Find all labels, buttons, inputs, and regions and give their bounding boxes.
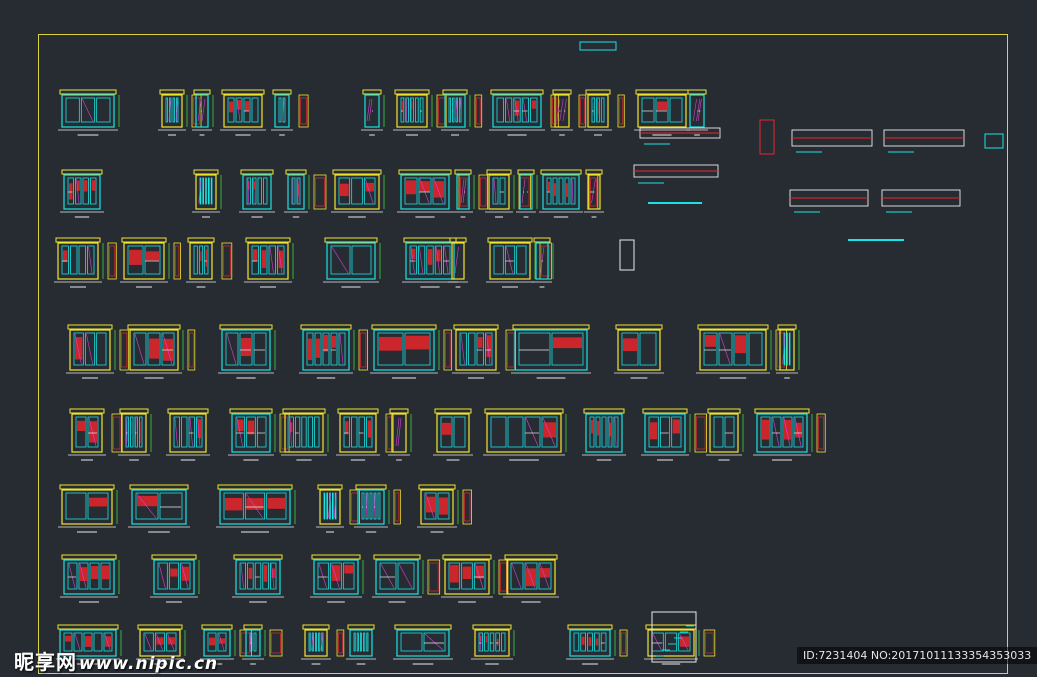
elevation-drawing [372,554,441,603]
elevation-drawing [686,89,708,136]
elevation-drawing [453,169,488,218]
elevation-drawing [192,169,222,218]
elevation-drawing [220,89,266,136]
elevation-drawing [336,408,394,461]
elevation-drawing [281,408,329,461]
elevation-drawing [402,237,458,288]
elevation-drawing [192,89,214,136]
elevation-drawing [128,484,190,533]
elevation-drawing [485,169,531,218]
elevation-drawing [370,324,453,379]
elevation-drawing [539,169,599,218]
elevation-drawing [566,624,628,665]
elevation-drawing [56,624,122,665]
elevation-drawing [532,237,554,288]
elevation-drawing [486,237,552,288]
elevation-drawing [66,324,129,379]
elevation-drawing [58,89,120,136]
elevation-drawing [511,324,591,379]
detail-box [579,41,617,51]
elevation-drawing [452,324,516,379]
elevation-drawing [60,169,104,218]
elevation-drawing [150,554,200,603]
elevation-drawing [441,554,509,603]
elevation-drawing [354,484,401,533]
elevation-drawing [776,324,800,379]
elevation-drawing [218,324,276,379]
elevation-drawing [166,408,210,461]
detail-box [984,133,1004,149]
elevation-drawing [242,624,283,665]
stair-drawing [651,611,697,663]
drawing-border-frame [38,34,1008,674]
elevation-drawing [753,408,826,461]
watermark-brand: 昵享网 [14,650,77,674]
elevation-drawing [58,484,118,533]
detail-box [619,239,635,271]
elevation-drawing [503,554,559,603]
image-id-label: ID:7231404 NO:20171011133354353033 [797,647,1037,664]
elevation-drawing [186,237,233,288]
elevation-drawing [299,324,368,379]
elevation-drawing [582,408,626,461]
elevation-drawing [614,324,664,379]
elevation-drawing [471,624,515,665]
elevation-drawing [448,237,468,288]
elevation-drawing [641,408,707,461]
watermark-url: www.nipic.cn [79,654,219,674]
elevation-drawing [120,237,181,288]
elevation-drawing [323,237,381,288]
elevation-drawing [301,624,345,665]
elevation-drawing [417,484,472,533]
elevation-drawing [232,554,284,603]
elevation-drawing [244,237,294,288]
elevation-drawing [388,408,412,461]
elevation-drawing [136,624,186,665]
elevation-drawing [483,408,567,461]
elevation-drawing [696,324,787,379]
elevation-drawing [706,408,744,461]
elevation-drawing [346,624,376,665]
elevation-drawing [68,408,122,461]
elevation-drawing [216,484,296,533]
elevation-drawing [60,554,120,603]
elevation-drawing [316,484,360,533]
elevation-drawing [551,89,587,136]
elevation-drawing [584,169,604,218]
elevation-drawing [310,554,364,603]
elevation-drawing [271,89,309,136]
elevation-drawing [118,408,152,461]
elevation-drawing [331,169,385,218]
elevation-drawing [239,169,275,218]
elevation-drawing [228,408,290,461]
elevation-drawing [393,89,447,136]
elevation-drawing [361,89,385,136]
elevation-drawing [393,624,453,665]
elevation-drawing [126,324,196,379]
elevation-drawing [584,89,625,136]
detail-box [759,119,775,155]
elevation-drawing [441,89,483,136]
elevation-drawing [516,169,538,218]
elevation-drawing [433,408,473,461]
elevation-drawing [54,237,117,288]
elevation-drawing [284,169,327,218]
